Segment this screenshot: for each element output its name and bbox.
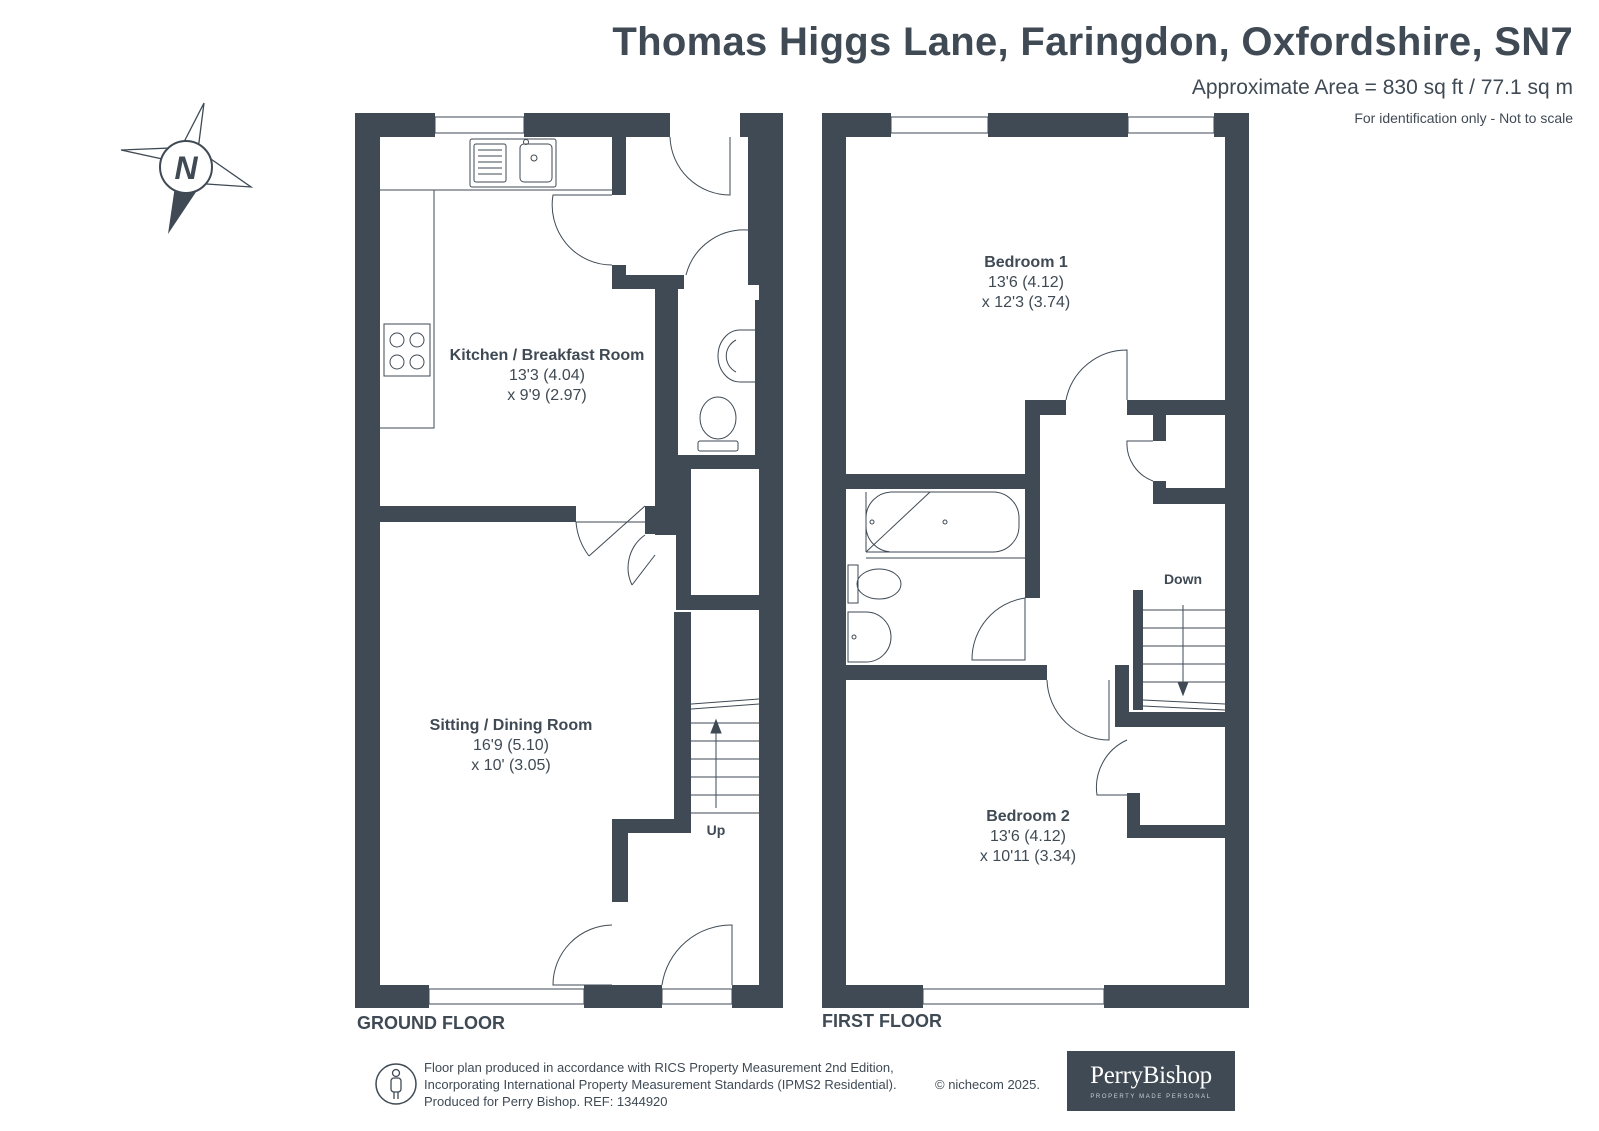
footer-credits: Floor plan produced in accordance with R… <box>424 1059 897 1110</box>
ground-floor-plan <box>355 113 783 1008</box>
kitchen-dim-1: 13'3 (4.04) <box>509 367 585 384</box>
bedroom-2-dim-2: x 10'11 (3.34) <box>980 848 1076 865</box>
sitting-room-label: Sitting / Dining Room <box>430 717 593 734</box>
logo-name: PerryBishop <box>1090 1062 1212 1089</box>
kitchen-label: Kitchen / Breakfast Room <box>450 347 645 364</box>
bedroom-2-dim-1: 13'6 (4.12) <box>990 828 1066 845</box>
bedroom-1-label: Bedroom 1 <box>984 254 1068 271</box>
sitting-room-dim-2: x 10' (3.05) <box>471 757 551 774</box>
stairs-down-label: Down <box>1164 571 1202 587</box>
ground-fixtures <box>380 136 760 986</box>
first-windows <box>890 116 1215 1005</box>
approximate-area: Approximate Area = 830 sq ft / 77.1 sq m <box>1191 76 1573 99</box>
bedroom-1-dim-2: x 12'3 (3.74) <box>982 294 1070 311</box>
first-floor-plan <box>822 113 1249 1008</box>
compass-icon: N <box>120 102 254 234</box>
compass-north-label: N <box>174 150 198 186</box>
rics-person-icon <box>375 1063 417 1105</box>
footer-line-2: Incorporating International Property Mea… <box>424 1077 897 1092</box>
logo-tagline: PROPERTY MADE PERSONAL <box>1090 1094 1212 1100</box>
stairs-up-label: Up <box>707 822 726 838</box>
sitting-room-dim-1: 16'9 (5.10) <box>473 737 549 754</box>
property-address-title: Thomas Higgs Lane, Faringdon, Oxfordshir… <box>612 20 1573 64</box>
footer-line-1: Floor plan produced in accordance with R… <box>424 1060 894 1075</box>
bedroom-2-label: Bedroom 2 <box>986 808 1070 825</box>
kitchen-dim-2: x 9'9 (2.97) <box>507 387 587 404</box>
ground-floor-label: GROUND FLOOR <box>357 1013 505 1033</box>
identification-note: For identification only - Not to scale <box>1354 110 1573 126</box>
ground-windows <box>428 116 733 1005</box>
perry-bishop-logo: PerryBishop PROPERTY MADE PERSONAL <box>1067 1051 1235 1111</box>
first-floor-label: FIRST FLOOR <box>822 1011 942 1031</box>
first-fixtures <box>847 349 1226 796</box>
copyright-text: © nichecom 2025. <box>935 1077 1040 1092</box>
footer-line-3: Produced for Perry Bishop. REF: 1344920 <box>424 1094 668 1109</box>
bedroom-1-dim-1: 13'6 (4.12) <box>988 274 1064 291</box>
